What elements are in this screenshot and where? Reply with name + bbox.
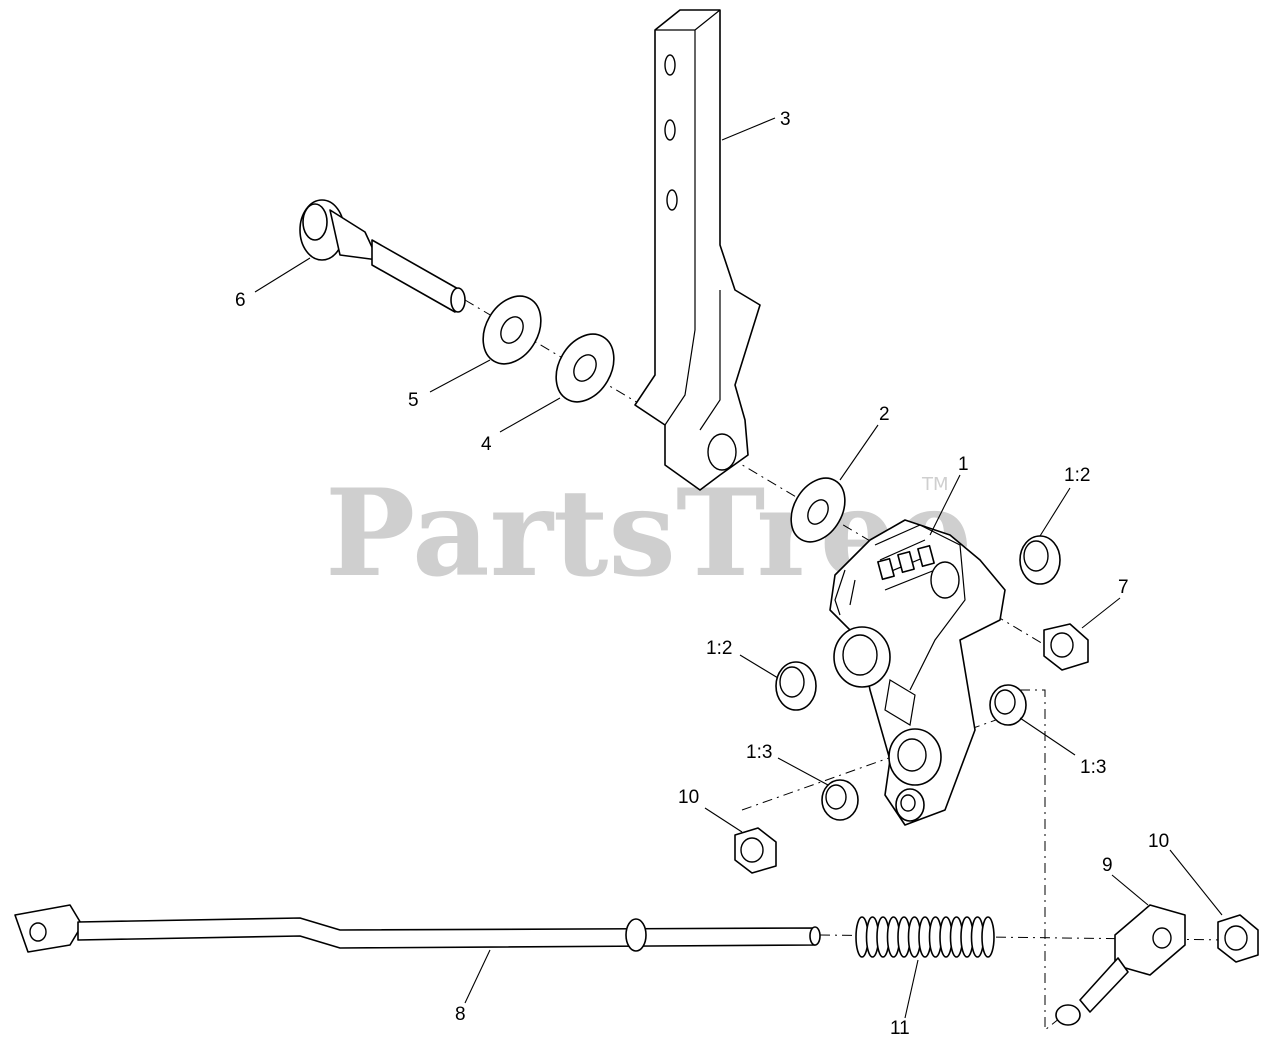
part-6-shoulder-bolt [299, 199, 466, 313]
callout-1-3-left: 1:3 [746, 742, 772, 763]
callout-11: 11 [890, 1018, 910, 1039]
callout-10-right: 10 [1148, 831, 1169, 852]
callout-1-3-right: 1:3 [1080, 757, 1106, 778]
part-11-spring [855, 916, 995, 958]
callout-4: 4 [481, 434, 492, 455]
part-1-3-bushing-right [989, 684, 1027, 726]
part-1-2-bushing-upper [1019, 535, 1061, 585]
part-7-nut [1043, 623, 1089, 671]
callout-1: 1 [958, 454, 969, 475]
callout-2: 2 [879, 404, 890, 425]
callout-1-2-lower: 1:2 [706, 638, 732, 659]
part-9-eye-bolt [1055, 904, 1186, 1026]
callout-7: 7 [1118, 577, 1129, 598]
callout-10-left: 10 [678, 787, 699, 808]
part-8-rod [14, 904, 821, 953]
callout-3: 3 [780, 109, 791, 130]
part-10-nut-left [734, 827, 777, 874]
watermark-trademark: TM [921, 474, 949, 495]
part-10-nut-right [1217, 914, 1259, 963]
part-1-3-bushing-left [821, 779, 859, 821]
part-4-washer [555, 333, 615, 403]
part-1-2-bushing-lower [775, 661, 817, 711]
part-1-pivot-arm [829, 519, 1006, 826]
part-2-washer [790, 477, 846, 543]
callout-5: 5 [408, 390, 419, 411]
part-3-control-lever [634, 9, 761, 491]
callout-8: 8 [455, 1004, 466, 1025]
spring-coil [981, 916, 995, 958]
callout-6: 6 [235, 290, 246, 311]
callout-1-2-upper: 1:2 [1064, 465, 1090, 486]
leader-lines [254, 117, 1223, 1019]
callout-9: 9 [1102, 855, 1113, 876]
part-5-washer [482, 295, 542, 365]
callout-labels: 3 6 5 4 2 1 1:2 7 1:2 1:3 1:3 10 10 9 8 … [235, 109, 1169, 1039]
